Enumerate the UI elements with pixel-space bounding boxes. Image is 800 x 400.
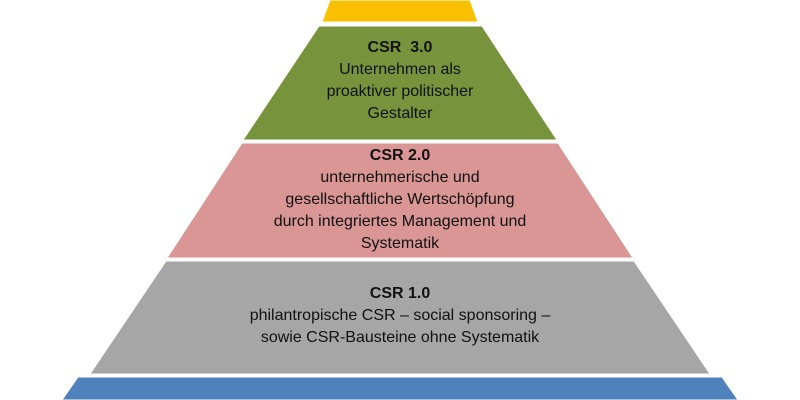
layer-line: durch integriertes Management und [273,213,527,230]
layer-text-csr2: CSR 2.0 unternehmerische und gesellschaf… [230,145,570,255]
layer-line: Gestalter [367,105,433,122]
pyramid-layer-csr2 [166,142,634,259]
layer-line: sowie CSR-Bausteine ohne Systematik [260,329,540,346]
pyramid-layer-csr3 [242,25,558,141]
layer-text-csr3: CSR 3.0 Unternehmen als proaktiver polit… [290,37,510,125]
layer-title-csr2: CSR 2.0 [369,147,431,164]
pyramid-layer-base [61,376,739,400]
layer-text-csr1: CSR 1.0 philantropische CSR – social spo… [190,283,610,349]
pyramid-layer-csr1 [89,260,711,375]
layer-line: philantropische CSR – social sponsoring … [249,307,551,324]
layer-line: Unternehmen als [339,61,461,78]
layer-line: gesellschaftliche Wertschöpfung [285,191,515,208]
layer-title-csr1: CSR 1.0 [369,285,431,302]
layer-line: Systematik [360,235,440,252]
layer-title-csr3: CSR 3.0 [367,39,433,56]
layer-line: proaktiver politischer [326,83,474,100]
layer-line: unternehmerische und [320,169,480,186]
pyramid-layer-top [321,0,479,23]
